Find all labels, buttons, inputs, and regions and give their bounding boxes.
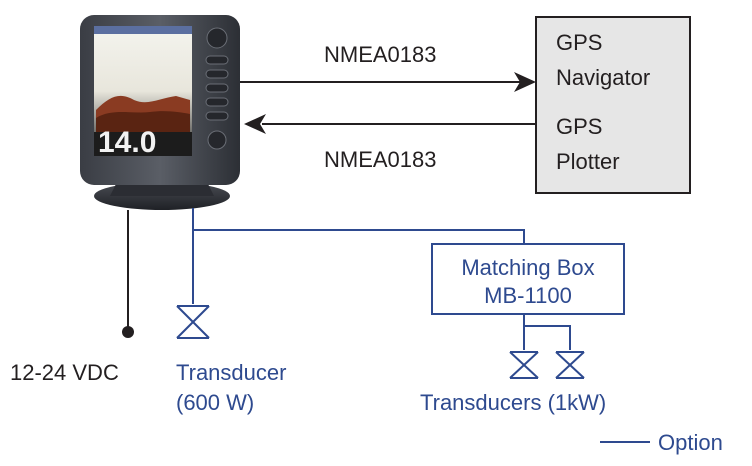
gps-navigator-line2: Navigator	[556, 65, 650, 90]
unit-keypad	[205, 27, 229, 150]
power-label: 12-24 VDC	[10, 360, 119, 385]
gps-box	[535, 16, 691, 194]
gps-plotter-line2: Plotter	[556, 149, 620, 174]
screen-footer	[94, 132, 192, 156]
transducers-1kw-label: Transducers (1kW)	[420, 390, 606, 415]
transducer-600w-symbol	[176, 305, 210, 339]
fish-finder-unit: 14.0	[80, 15, 240, 210]
matching-box-label-line2: MB-1100	[484, 283, 572, 308]
transducer-1kw-symbol-b	[555, 351, 585, 379]
transducer-600w-label-line2: (600 W)	[176, 390, 254, 415]
matching-box-label-line1: Matching Box	[461, 255, 594, 280]
nmea-input-label: NMEA0183	[324, 147, 437, 172]
nmea-input-arrowhead	[244, 114, 266, 134]
transducer-600w-label-line1: Transducer	[176, 360, 286, 385]
gps-navigator-line1: GPS	[556, 30, 602, 55]
power-terminal	[122, 326, 134, 338]
screen-depth-readout: 14.0	[98, 126, 156, 159]
matching-box	[431, 243, 625, 315]
gps-plotter-line1: GPS	[556, 114, 602, 139]
echo-seabed-dark	[96, 111, 190, 132]
transducer-cable	[192, 208, 525, 244]
nmea-output-label: NMEA0183	[324, 42, 437, 67]
legend-option-label: Option	[658, 430, 723, 455]
transducer-1kw-branch	[524, 325, 571, 350]
screen-header-bar	[94, 26, 192, 34]
transducer-1kw-symbol-a	[509, 351, 539, 379]
nmea-output-arrowhead	[514, 72, 536, 92]
